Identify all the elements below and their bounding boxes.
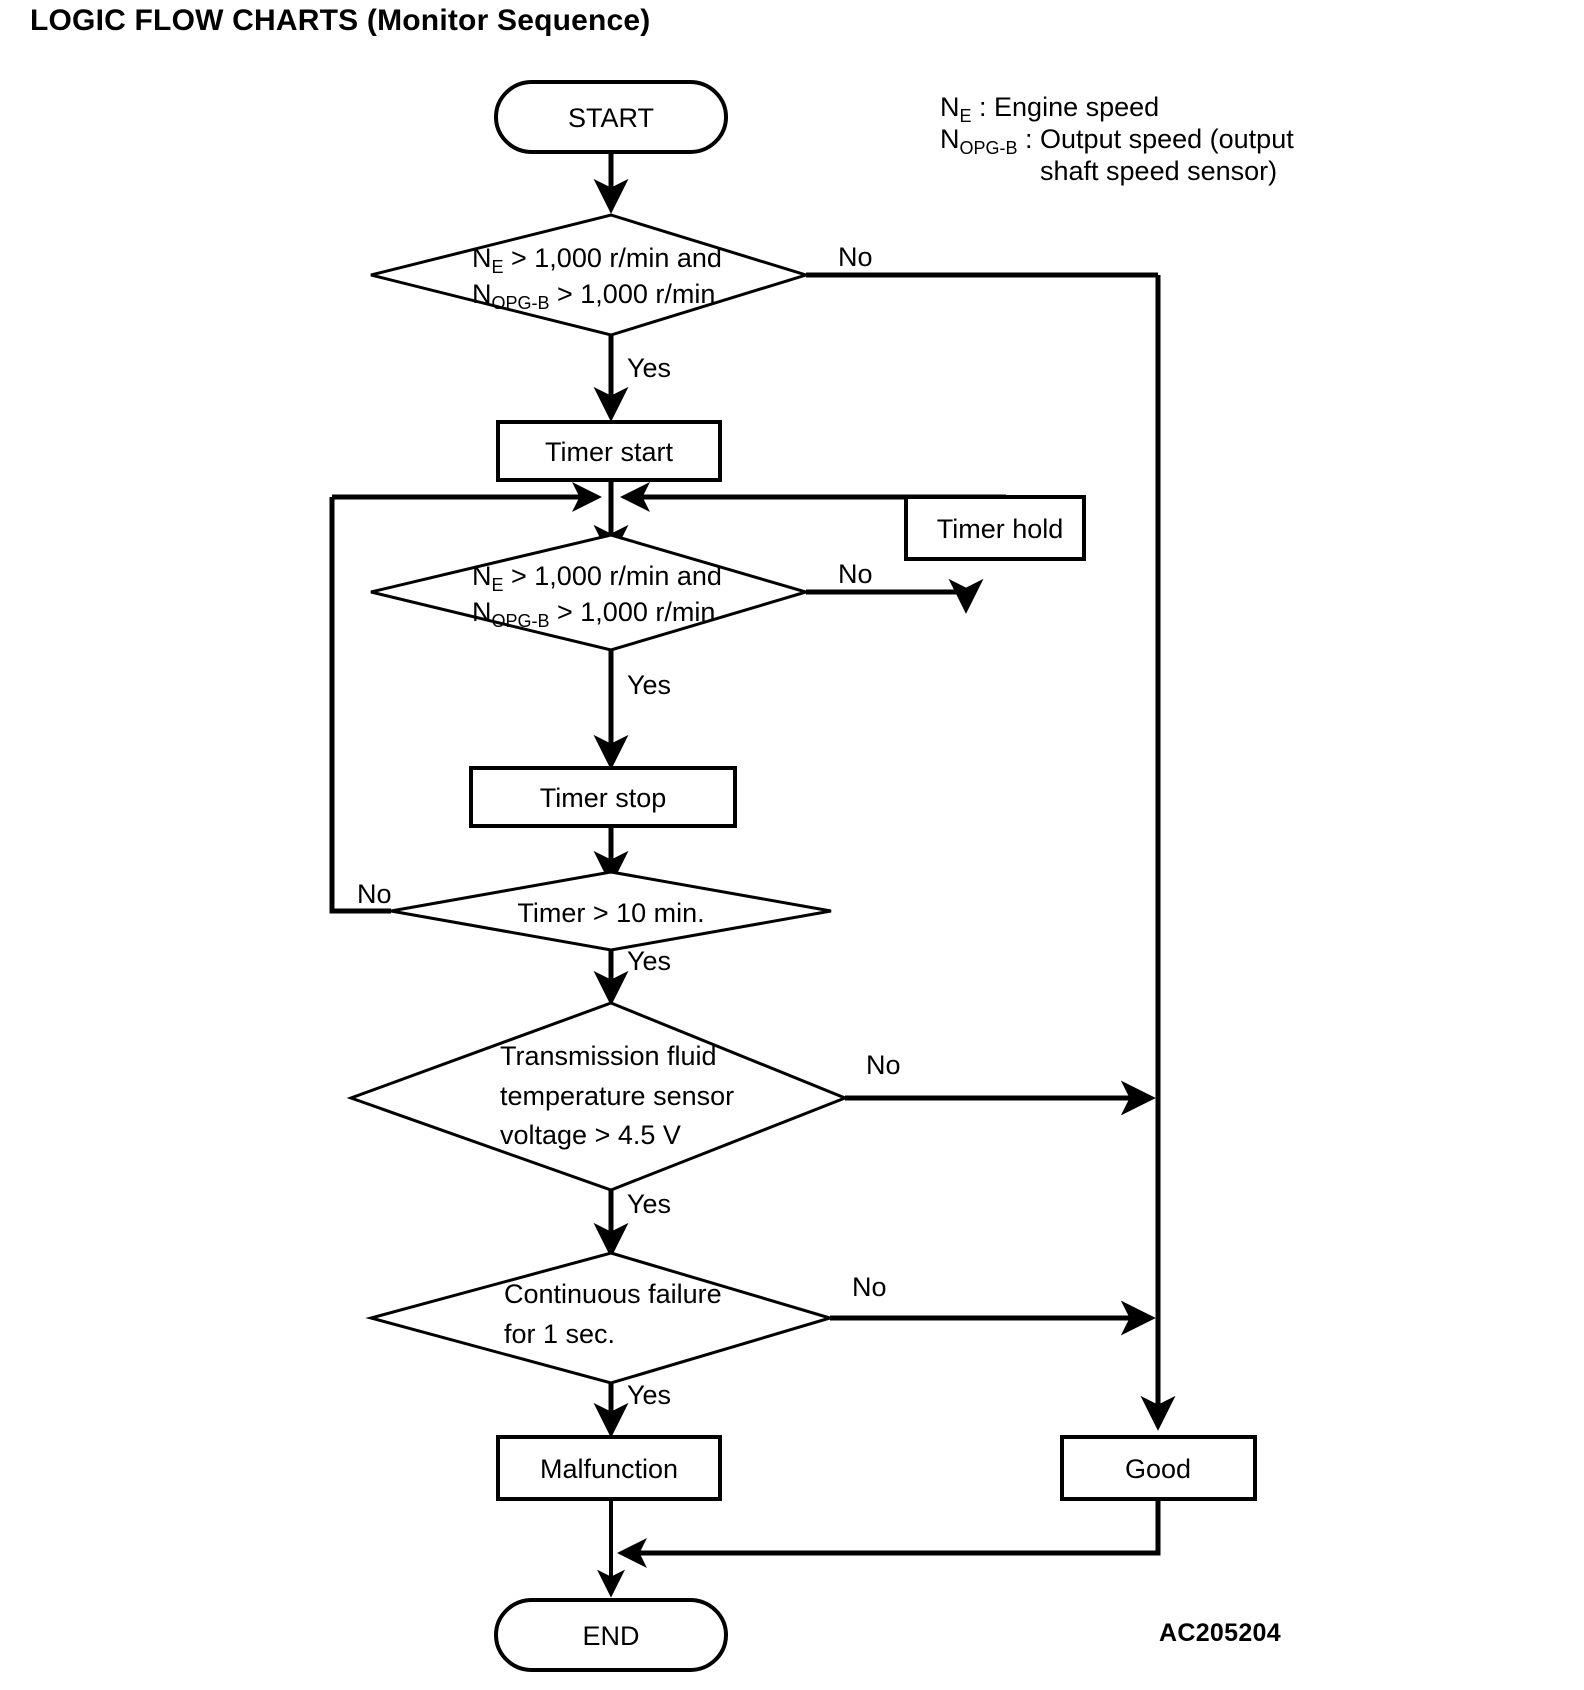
cond1-line2: NOPG-B > 1,000 r/min	[472, 279, 715, 313]
node-end: END	[494, 1598, 728, 1672]
cond2-line1: NE > 1,000 r/min and	[472, 561, 722, 595]
node-cond1: NE > 1,000 r/min and NOPG-B > 1,000 r/mi…	[370, 213, 812, 337]
cond5-line1: Continuous failure	[504, 1279, 722, 1309]
good-label: Good	[1125, 1454, 1191, 1484]
cond2-no-label: No	[838, 559, 873, 589]
cond5-no-label: No	[852, 1272, 887, 1302]
legend-item-nopgb-cont: shaft speed sensor)	[1040, 156, 1277, 186]
cond4-line1: Transmission fluid	[500, 1041, 717, 1071]
legend-item-nopgb: NOPG-B : Output speed (output	[940, 124, 1294, 158]
node-timer-hold: Timer hold	[904, 495, 1086, 561]
edge-cond2-no-to-timerhold	[806, 578, 984, 614]
cond2-shape	[370, 533, 812, 652]
figure-code: AC205204	[1159, 1619, 1281, 1647]
edge-good-to-join	[617, 1499, 1161, 1568]
cond5-shape	[365, 1251, 836, 1385]
node-good: Good	[1060, 1435, 1257, 1501]
node-cond4: Transmission fluid temperature sensor vo…	[346, 1001, 850, 1192]
timer-stop-label: Timer stop	[540, 783, 667, 813]
cond5-yes-label: Yes	[627, 1380, 671, 1410]
cond1-shape	[370, 213, 812, 337]
cond3-yes-label: Yes	[627, 946, 671, 976]
end-shape	[494, 1598, 728, 1672]
node-timer-start: Timer start	[496, 420, 722, 482]
cond1-no-label: No	[838, 242, 873, 272]
node-cond5: Continuous failure for 1 sec.	[365, 1251, 836, 1385]
cond4-line3: voltage > 4.5 V	[500, 1120, 681, 1150]
legend-block: NE : Engine speed NOPG-B : Output speed …	[940, 92, 1294, 186]
cond1-yes-label: Yes	[627, 353, 671, 383]
legend-item-ne: NE : Engine speed	[940, 92, 1159, 126]
timer-hold-shape-box	[904, 495, 1086, 561]
page-title: LOGIC FLOW CHARTS (Monitor Sequence)	[30, 4, 651, 37]
malfunction-label: Malfunction	[540, 1454, 678, 1484]
start-label: START	[568, 103, 654, 133]
timer-hold-label: Timer hold	[937, 514, 1064, 544]
cond3-label: Timer > 10 min.	[517, 898, 704, 928]
timer-stop-shape	[469, 766, 737, 828]
node-cond2: NE > 1,000 r/min and NOPG-B > 1,000 r/mi…	[370, 533, 812, 652]
node-malfunction: Malfunction	[496, 1435, 722, 1501]
node-timer-stop: Timer stop	[469, 766, 737, 828]
cond2-yes-label: Yes	[627, 670, 671, 700]
node-cond3: Timer > 10 min.	[390, 870, 832, 952]
end-label: END	[582, 1621, 639, 1651]
timer-start-shape	[496, 420, 722, 482]
cond3-no-label: No	[357, 879, 392, 909]
cond1-line1: NE > 1,000 r/min and	[472, 243, 722, 277]
node-start: START	[494, 80, 728, 154]
cond4-line2: temperature sensor	[500, 1081, 734, 1111]
cond4-yes-label: Yes	[627, 1189, 671, 1219]
edge-cond3-no-loop	[329, 497, 391, 914]
timer-start-label: Timer start	[545, 437, 673, 467]
cond2-line2: NOPG-B > 1,000 r/min	[472, 597, 715, 631]
cond4-no-label: No	[866, 1050, 901, 1080]
cond5-line2: for 1 sec.	[504, 1319, 615, 1349]
